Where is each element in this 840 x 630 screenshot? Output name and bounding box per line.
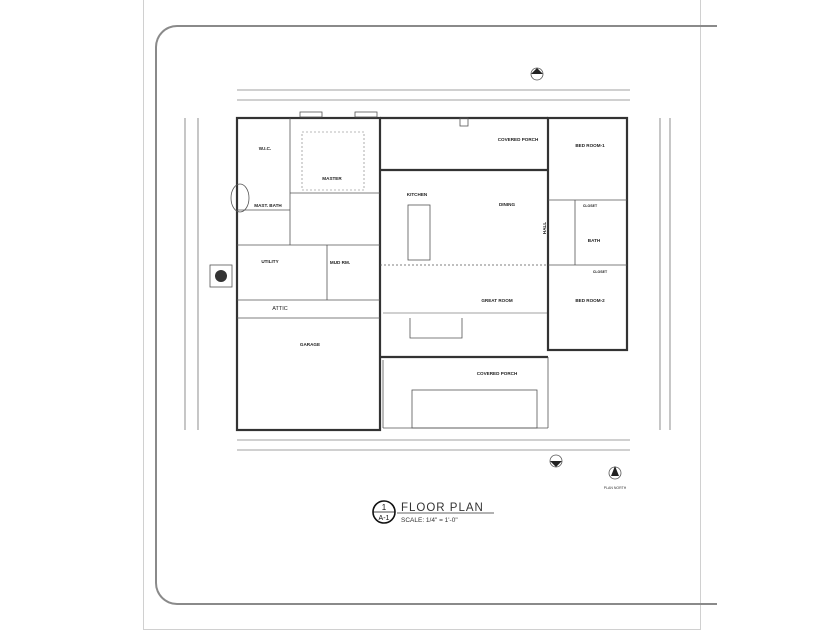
room-utility: UTILITY	[261, 259, 278, 264]
detail-number: 1	[382, 503, 387, 512]
room-mud-rm: MUD RM.	[330, 260, 350, 265]
north-arrow-label: PLAN NORTH	[604, 486, 627, 490]
drawing-title-block: 1 A-1 FLOOR PLAN SCALE: 1/4" = 1'-0"	[372, 500, 494, 524]
walls	[209, 111, 629, 432]
room-bed-room-1: BED ROOM-1	[575, 143, 605, 148]
room-great-room: GREAT ROOM	[481, 298, 512, 303]
room-labels: W.I.C. MASTER MAST. BATH KITCHEN DINING …	[254, 137, 608, 376]
room-closet-1: CLOSET	[583, 204, 598, 208]
section-marker-top	[530, 67, 544, 81]
room-master: MASTER	[322, 176, 342, 181]
room-bath: BATH	[588, 238, 601, 243]
north-arrow-icon: PLAN NORTH	[604, 466, 627, 490]
room-attic: ATTIC	[272, 306, 288, 312]
section-marker-bottom	[549, 454, 563, 468]
drawing-title: FLOOR PLAN	[401, 502, 484, 514]
room-mast-bath: MAST. BATH	[254, 203, 282, 208]
sheet-border	[155, 25, 717, 605]
drawing-scale: SCALE: 1/4" = 1'-0"	[401, 517, 458, 524]
room-wic: W.I.C.	[259, 146, 272, 151]
sheet-number: A-1	[379, 515, 390, 522]
room-kitchen: KITCHEN	[407, 192, 428, 197]
room-closet-2: CLOSET	[593, 270, 608, 274]
room-dining: DINING	[499, 202, 516, 207]
room-hall: HALL	[542, 222, 547, 234]
room-covered-porch-front: COVERED PORCH	[477, 371, 518, 376]
room-bed-room-2: BED ROOM-2	[575, 298, 605, 303]
room-garage: GARAGE	[300, 342, 320, 347]
room-covered-porch-rear: COVERED PORCH	[498, 137, 539, 142]
